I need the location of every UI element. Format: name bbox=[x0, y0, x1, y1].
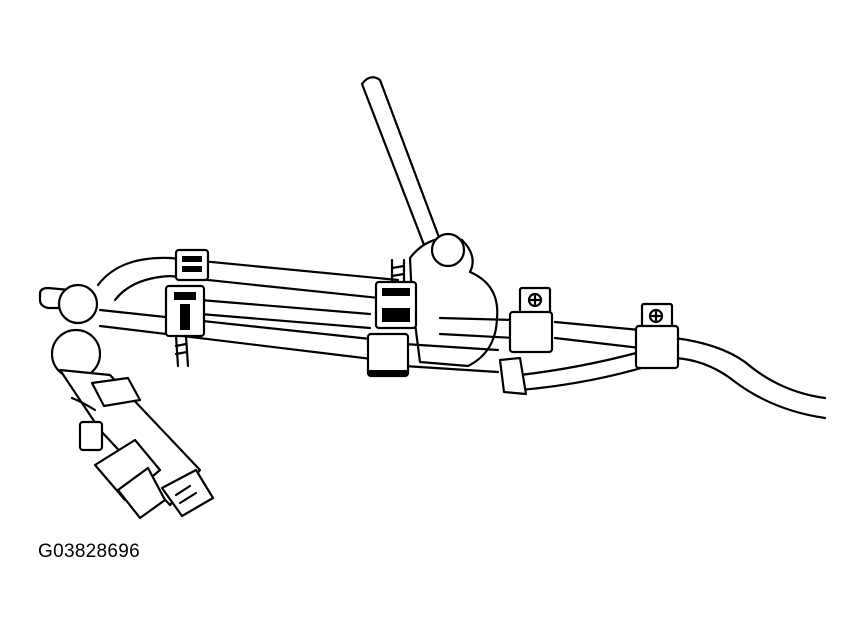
figure-id-label: G03828696 bbox=[38, 541, 141, 562]
clip-left-lower bbox=[164, 284, 206, 368]
fuel-injector bbox=[58, 368, 215, 520]
upper-fuel-line bbox=[96, 256, 400, 302]
clip-middle-stack bbox=[366, 258, 418, 378]
support-bracket bbox=[498, 356, 528, 396]
clip-right-1 bbox=[508, 286, 554, 354]
regulator-housing bbox=[408, 232, 499, 368]
clip-right-2 bbox=[634, 302, 680, 370]
lever-arm bbox=[360, 76, 442, 252]
lower-fuel-line bbox=[98, 308, 500, 374]
clip-left-upper bbox=[174, 248, 210, 282]
middle-fuel-line bbox=[198, 298, 642, 350]
left-connectors bbox=[38, 283, 102, 380]
